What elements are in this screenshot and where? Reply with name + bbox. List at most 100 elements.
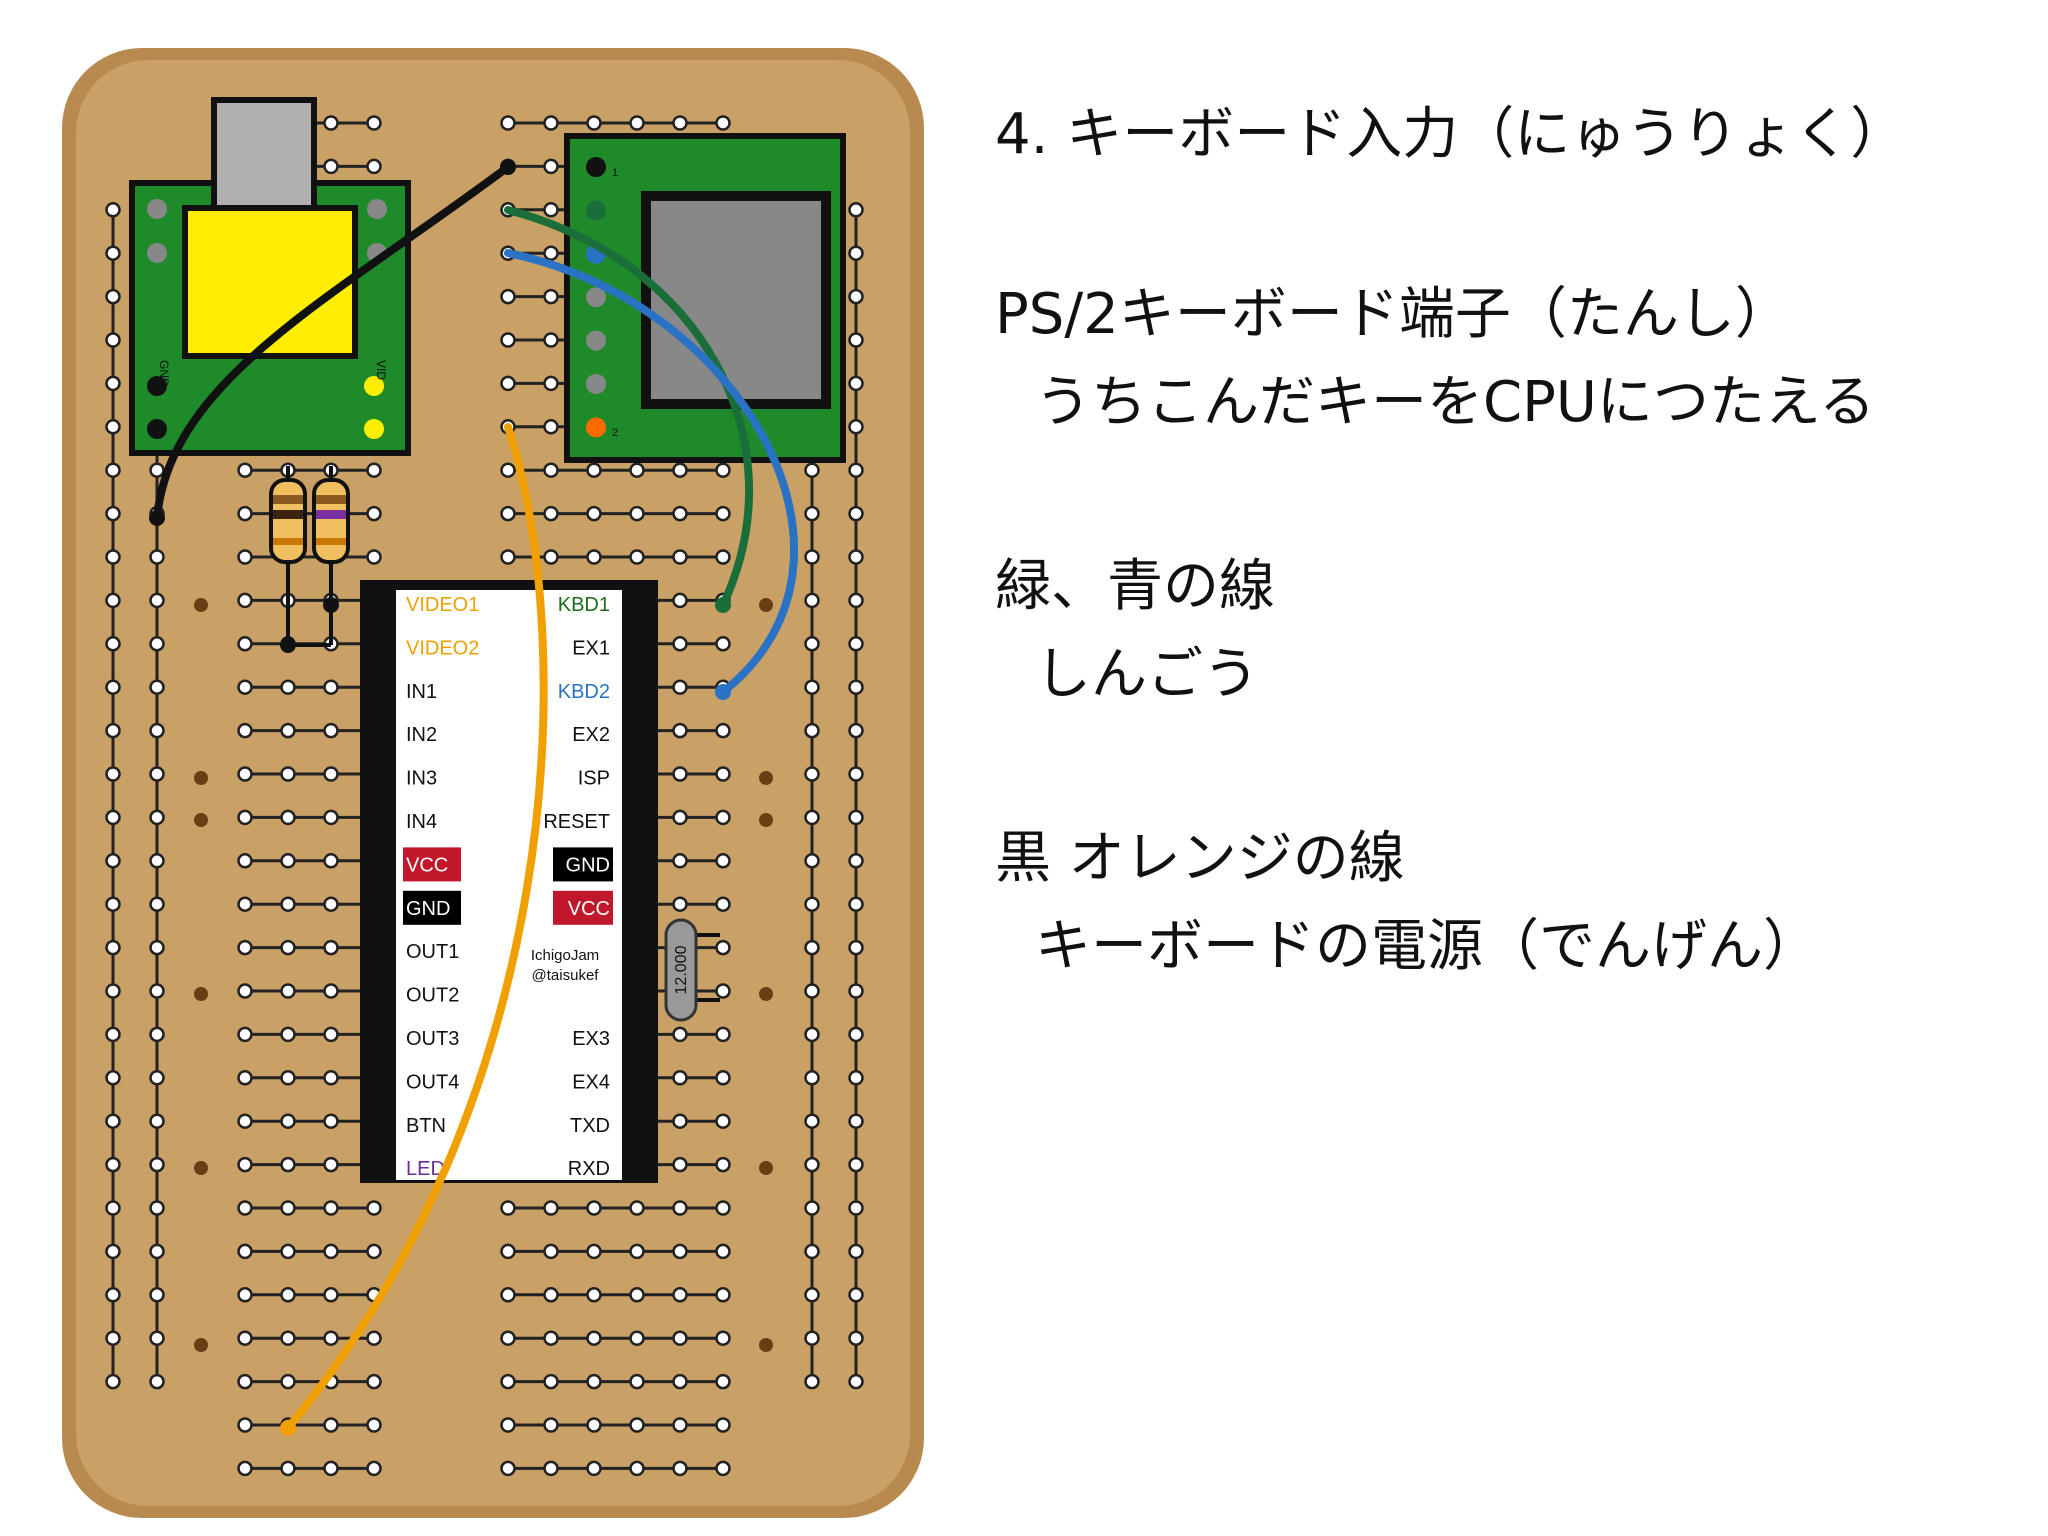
rail-hole: [105, 896, 121, 912]
rail-hole: [149, 1200, 165, 1216]
rail-hole: [149, 549, 165, 565]
rail-hole: [105, 939, 121, 956]
rail-hole: [149, 1330, 165, 1346]
rail-hole: [848, 809, 864, 826]
hole: [715, 636, 731, 652]
rail-hole: [848, 853, 864, 869]
hole: [280, 1200, 296, 1216]
hole: [366, 1460, 382, 1477]
hole: [366, 505, 382, 522]
hole: [237, 505, 253, 522]
module-pin-vid: [364, 419, 384, 439]
hole: [543, 1243, 559, 1260]
hole: [237, 1287, 253, 1303]
hole: [715, 549, 731, 565]
chip-pin-right: EX2: [572, 724, 610, 746]
chip-pin-right: RXD: [568, 1158, 610, 1180]
hole: [366, 1243, 382, 1260]
hole: [500, 462, 516, 478]
rail-hole: [848, 202, 864, 218]
rail-hole: [149, 679, 165, 695]
rail-hole: [804, 983, 820, 999]
hole: [586, 1373, 602, 1390]
resistor-band: [316, 510, 346, 519]
hole: [543, 332, 559, 348]
rail-hole: [105, 853, 121, 869]
chip-pin-right: GND: [566, 854, 610, 876]
chip-pin-right: EX3: [572, 1028, 610, 1050]
chip-pin-left: GND: [406, 898, 450, 920]
rail-hole: [149, 896, 165, 912]
hole: [280, 809, 296, 826]
hole: [323, 1113, 339, 1129]
rail-hole: [804, 1373, 820, 1390]
hole: [543, 462, 559, 478]
hole: [543, 202, 559, 218]
hole: [366, 1200, 382, 1216]
ps2-pin: [586, 157, 606, 177]
rail-hole: [804, 939, 820, 956]
hole: [672, 1330, 688, 1346]
chip-pin-left: OUT3: [406, 1028, 459, 1050]
hole: [323, 1287, 339, 1303]
hole: [237, 1373, 253, 1390]
hole: [323, 1200, 339, 1216]
rail-hole: [804, 1026, 820, 1043]
note-head-power: 黒 オレンジの線: [995, 826, 1405, 891]
rail-hole: [105, 766, 121, 782]
rail-hole: [149, 809, 165, 826]
module-pin-vid: [364, 376, 384, 396]
hole: [543, 1200, 559, 1216]
wire-blue: [504, 249, 798, 696]
hole: [280, 1373, 296, 1390]
rail-hole: [848, 1373, 864, 1390]
hole: [715, 983, 731, 999]
ps2-pin: [586, 200, 606, 221]
pin-bg-vcc: [403, 847, 461, 882]
video-jack-body: [182, 205, 358, 359]
hole: [237, 853, 253, 869]
rail-hole: [848, 505, 864, 522]
hole: [715, 1287, 731, 1303]
note-sub-power: キーボードの電源（でんげん）: [1035, 914, 1819, 979]
hole: [280, 939, 296, 956]
resistor-band: [273, 538, 303, 545]
hole: [543, 419, 559, 435]
hole: [237, 462, 253, 478]
rail-hole: [105, 1330, 121, 1346]
mount-dot: [194, 987, 208, 1001]
hole: [237, 809, 253, 826]
hole: [280, 853, 296, 869]
module-pin: [147, 199, 167, 219]
hole: [672, 1243, 688, 1260]
rail-hole: [848, 1330, 864, 1346]
hole: [237, 1026, 253, 1043]
module-label-vid: VID: [374, 360, 388, 380]
rail-hole: [149, 983, 165, 999]
hole: [715, 1417, 731, 1433]
resistor-body: [269, 478, 307, 564]
resistor-band: [273, 495, 303, 504]
note-sub-ps2: うちこんだキーをCPUにつたえる: [1035, 370, 1876, 435]
hole: [543, 1460, 559, 1477]
rail-hole: [105, 722, 121, 739]
chip-pin-left: IN3: [406, 768, 437, 790]
junction: [323, 597, 339, 613]
rail-hole: [105, 505, 121, 522]
wire-end: [715, 684, 731, 700]
hole: [672, 115, 688, 131]
hole: [323, 983, 339, 999]
rail-hole: [105, 245, 121, 261]
rail-hole: [848, 1026, 864, 1043]
hole: [237, 1156, 253, 1173]
rail-hole: [105, 1373, 121, 1390]
rail-hole: [149, 462, 165, 478]
module-pin-gnd: [147, 419, 167, 439]
hole: [237, 1200, 253, 1216]
hole: [366, 158, 382, 175]
hole: [672, 766, 688, 782]
hole: [586, 1287, 602, 1303]
rail-hole: [105, 375, 121, 392]
hole: [323, 1026, 339, 1043]
rail-hole: [848, 722, 864, 739]
